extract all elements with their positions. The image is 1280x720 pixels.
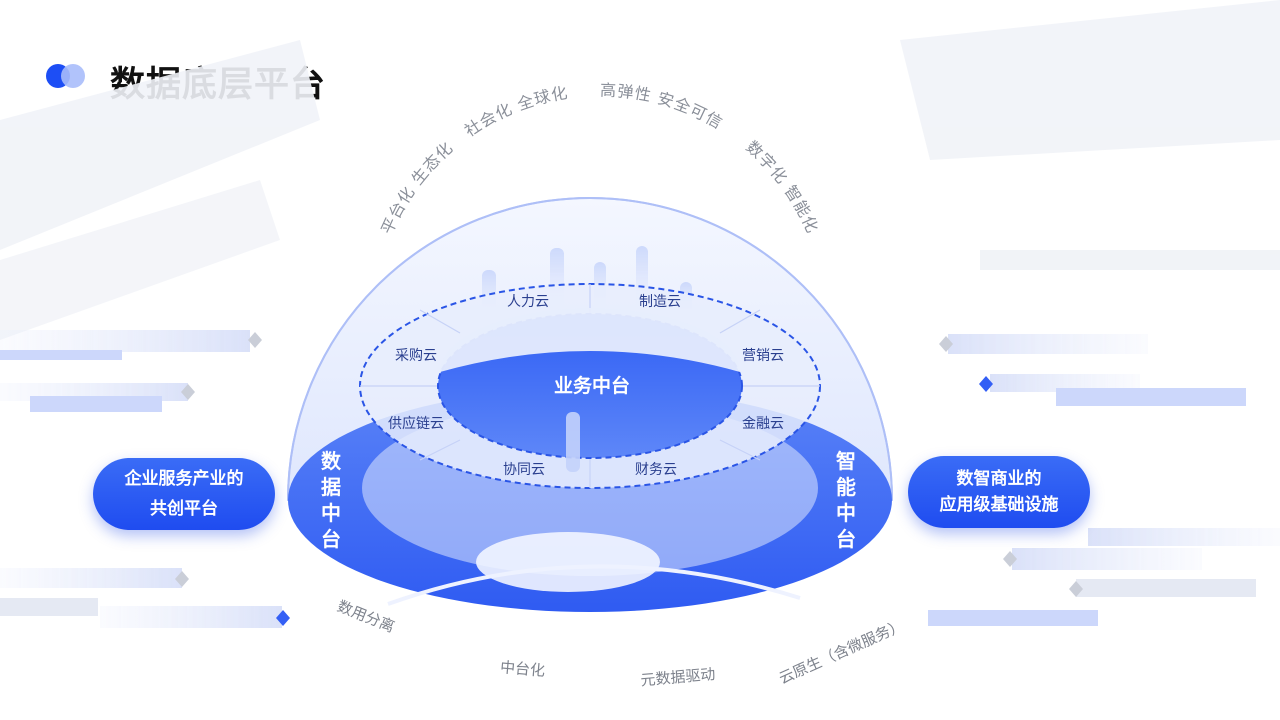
title-dot-secondary-icon [61,64,85,88]
stripe-right-5 [1012,548,1202,570]
ring-label: 高弹性 安全可信 [600,81,726,133]
center-pillar [566,412,580,472]
diamond-icon [979,376,993,392]
diamond-icon [175,571,189,587]
tech-platform-label: 技术平台 [554,612,634,633]
stripe-left-6 [0,598,98,616]
right-pill-line: 应用级基础设施 [939,495,1059,515]
cloud-label-collaboration: 协同云 [503,462,545,478]
diamond-icon [1003,551,1017,567]
diamond-icon [248,332,262,348]
left-pill: 企业服务产业的 共创平台 [93,458,275,530]
right-pill: 数智商业的 应用级基础设施 [908,456,1090,528]
stripe-right-1 [948,334,1148,354]
stripe-left-4 [30,396,162,412]
dome-ring-text: 数字化 智能化 [742,137,822,236]
feature-label: 中台化 [499,658,545,680]
stripe-left-2 [0,350,122,360]
left-side-char: 中 [321,501,341,525]
ring-label: 平台化 生态化 [377,138,456,237]
stripe-right-7 [928,610,1098,626]
diamond-icon [181,384,195,400]
right-side-char: 能 [836,475,856,499]
center-core-label: 业务中台 [554,374,630,397]
cloud-label-hr: 人力云 [507,294,549,310]
cloud-label-procurement: 采购云 [395,348,437,364]
dome-ring-text: 平台化 生态化 [377,138,457,237]
feature-label: 元数据驱动 [640,665,716,689]
ring-label: 数字化 智能化 [742,137,821,236]
right-pill-line: 数智商业的 [956,469,1042,489]
cloud-label-manufacturing: 制造云 [639,294,681,310]
tech-platform-arc [387,564,801,606]
cloud-label-supply-chain: 供应链云 [388,415,444,432]
dome-ring-text: 高弹性 安全可信 [600,81,727,133]
stripe-right-3 [1056,388,1246,406]
cloud-label-marketing: 营销云 [742,348,784,364]
right-side-label: 智 能 中 台 [836,449,856,551]
right-side-char: 智 [836,449,856,473]
cloud-label-accounting: 财务云 [635,462,677,478]
cloud-dividers [360,284,820,488]
stripe-left-7 [100,606,282,628]
left-side-char: 台 [321,527,341,551]
ring-label: 社会化 全球化 [461,83,569,141]
dome-ring-text: 社会化 全球化 [461,83,570,141]
center-core-top [440,308,740,372]
diamond-icon [276,610,290,626]
right-side-char: 中 [836,501,856,525]
stripe-left-1 [0,330,250,352]
stripe-left-5 [0,568,182,588]
stripe-right-2 [990,374,1140,392]
left-side-label: 数 据 中 台 [321,449,342,551]
left-side-char: 据 [321,475,341,499]
dome-outline [287,197,893,501]
stripe-right-4 [1088,528,1280,546]
cloud-labels: 人力云 制造云 营销云 金融云 财务云 协同云 供应链云 采购云 [388,294,784,478]
cloud-label-finance: 金融云 [742,416,784,432]
diamond-icon [939,336,953,352]
left-pill-line: 企业服务产业的 [124,469,244,489]
diamond-icon [1069,581,1083,597]
left-side-char: 数 [321,449,342,473]
base-glow [476,532,660,592]
right-side-char: 台 [836,527,856,551]
background-decor [0,0,1280,628]
stripe-right-6 [1076,579,1256,597]
feature-label: 云原生（含微服务） [776,616,907,687]
left-pill-line: 共创平台 [150,499,218,519]
